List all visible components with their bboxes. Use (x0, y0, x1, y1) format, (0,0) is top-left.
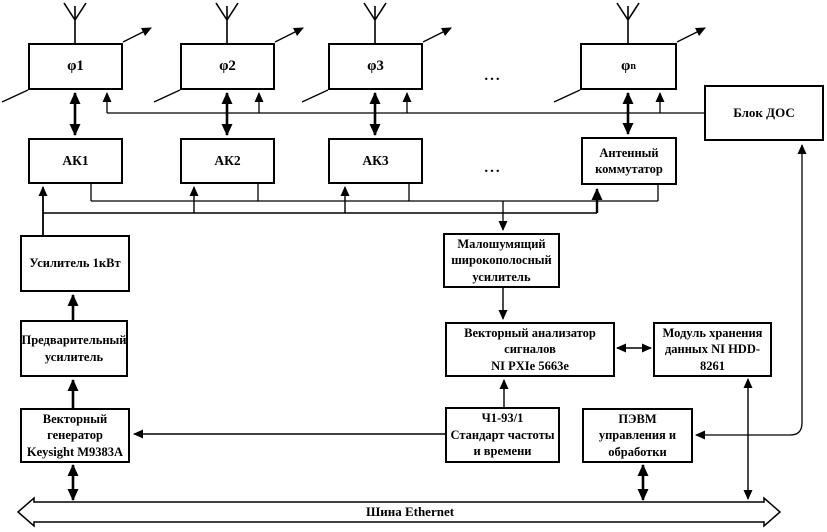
dos-block: Блок ДОС (704, 85, 824, 141)
low-noise-amplifier: Малошумящий широкополосный усилитель (443, 233, 560, 288)
antenna-icon (63, 2, 640, 43)
vector-signal-analyzer: Векторный анализатор сигналов NI PXIe 56… (445, 322, 615, 377)
antenna-channel-1: АК1 (28, 138, 123, 184)
phase-shifter-1-label: φ1 (67, 58, 84, 74)
rx-bus-line (90, 184, 659, 231)
vector-generator: Векторный генератор Keysight M9383A (20, 408, 130, 463)
frequency-standard: Ч1-93/1 Стандарт частоты и времени (445, 407, 560, 463)
amplifier-1kw: Усилитель 1кВт (20, 235, 130, 292)
ethernet-bus (16, 496, 782, 528)
phase-shifter-2: φ2 (180, 43, 275, 90)
phi-row-ellipsis: ... (484, 68, 502, 84)
phase-shifter-3: φ3 (328, 43, 423, 90)
dos-control-line (102, 92, 704, 114)
preamplifier: Предварительный усилитель (20, 320, 128, 377)
ak-row-ellipsis: ... (484, 160, 502, 176)
phase-shifter-2-label: φ2 (219, 58, 236, 74)
antenna-switch: Антенный коммутатор (581, 137, 677, 185)
phase-shifter-1: φ1 (28, 43, 123, 90)
ethernet-bus-label: Шина Ethernet (365, 504, 455, 519)
measurement-links (133, 144, 807, 501)
control-pc: ПЭВМ управления и обработки (582, 408, 693, 463)
beam-adjust-arrow (1, 27, 706, 103)
phase-shifter-n-sub: n (630, 60, 636, 72)
data-storage-module: Модуль хранения данных NI HDD- 8261 (653, 322, 772, 377)
antenna-channel-2: АК2 (180, 138, 275, 184)
tx-bus-line (38, 186, 603, 235)
antenna-channel-3: АК3 (328, 138, 423, 184)
phase-shifter-3-label: φ3 (367, 58, 384, 74)
phase-shifter-n-label: φ (621, 58, 631, 74)
phi-ak-links (69, 92, 634, 136)
